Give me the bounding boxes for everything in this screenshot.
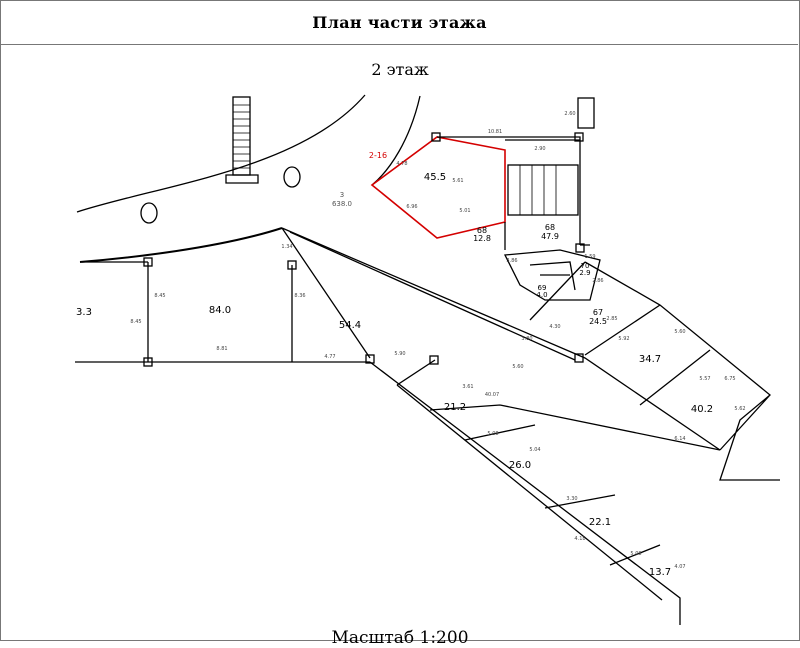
- dim-label: 5.04: [529, 447, 540, 453]
- dim-label: 2.86: [592, 278, 603, 284]
- dim-label: 40.07: [485, 392, 499, 398]
- room-area-54-4: 54.4: [339, 320, 361, 331]
- room-number-67: 67: [593, 308, 603, 317]
- dim-label: 4.30: [549, 324, 560, 330]
- scale-label: Масштаб 1:200: [331, 628, 469, 648]
- floor-label: 2 этаж: [371, 60, 429, 79]
- dim-label: 6.96: [406, 204, 417, 210]
- shaft-top-right: [577, 97, 595, 129]
- dim-label: 10.81: [488, 129, 502, 135]
- dim-label: 4.77: [324, 354, 335, 360]
- highlighted-room-outline: [370, 136, 506, 239]
- dim-label: 8.81: [216, 346, 227, 352]
- dim-label: 8.45: [130, 319, 141, 325]
- room-area-21-2: 21.2: [444, 402, 466, 413]
- corridor-area: 638.0: [332, 200, 352, 208]
- dim-label: 4.78: [396, 161, 407, 167]
- corridor-left-wall: [281, 227, 721, 625]
- dim-label: 5.08: [487, 431, 498, 437]
- column-square-7: [429, 355, 439, 365]
- room-number-68a: 68: [477, 226, 487, 235]
- diagonal-lower-wall: [396, 384, 663, 601]
- dim-label: 3.61: [462, 384, 473, 390]
- dim-label: 4.07: [674, 564, 685, 570]
- diagonal-main-wall: [289, 231, 576, 361]
- dim-label: 2.85: [606, 316, 617, 322]
- dim-label: 1.34: [281, 244, 292, 250]
- lower-shops-outline: [396, 359, 721, 566]
- dim-label: 5.60: [674, 329, 685, 335]
- room-area-22-1: 22.1: [589, 517, 611, 528]
- stair-steps: [233, 104, 250, 169]
- atrium-arc: [371, 95, 421, 186]
- dim-label: 5.57: [699, 376, 710, 382]
- column-round-2: [140, 202, 158, 224]
- room-area-68b: 47.9: [541, 232, 559, 241]
- dim-label: 3.30: [566, 496, 577, 502]
- room-area-13-7: 13.7: [649, 567, 671, 578]
- curved-facade-line: [76, 94, 366, 213]
- room-area-67: 24.5: [589, 317, 607, 326]
- room-area-40-2: 40.2: [691, 404, 713, 415]
- stair-top-left: [232, 96, 251, 176]
- dim-label: 5.90: [394, 351, 405, 357]
- stair-right: [507, 164, 579, 216]
- dim-label: 5.01: [459, 208, 470, 214]
- room-area-45-5: 45.5: [424, 172, 446, 183]
- dim-label: 3.80: [521, 336, 532, 342]
- dim-label: 5.92: [618, 336, 629, 342]
- page-title: План части этажа: [312, 12, 487, 32]
- corridor-number: 3: [340, 191, 344, 199]
- room-area-34-7: 34.7: [639, 354, 661, 365]
- dim-label: 6.14: [674, 436, 685, 442]
- column-round-1: [283, 166, 301, 188]
- right-shops-outline: [529, 261, 780, 481]
- room-area-68a: 12.8: [473, 234, 491, 243]
- dim-label: 5.08: [630, 551, 641, 557]
- column-square-6: [365, 354, 375, 364]
- room-number-70: 70: [581, 262, 590, 270]
- room-number-69: 69: [538, 284, 547, 292]
- dim-label: 5.61: [452, 178, 463, 184]
- room-area-70: 2.9: [579, 269, 590, 277]
- left-rooms-outline: [75, 227, 371, 363]
- curved-inner-line: [79, 227, 283, 263]
- dim-label: 2.60: [564, 111, 575, 117]
- column-square-3: [143, 257, 153, 267]
- dim-label: 1.59: [584, 254, 595, 260]
- column-square-8: [574, 353, 584, 363]
- dim-label: 4.18: [574, 536, 585, 542]
- header-bar: План части этажа: [1, 0, 798, 45]
- small-rooms: [503, 249, 601, 301]
- walls: [75, 94, 780, 625]
- dim-label: 3.86: [506, 258, 517, 264]
- column-square-5: [143, 357, 153, 367]
- column-square-1: [431, 132, 441, 142]
- column-square-2: [574, 132, 584, 142]
- column-square-9: [575, 243, 585, 253]
- room-area-84-0: 84.0: [209, 305, 231, 316]
- upper-right-block: [437, 136, 590, 250]
- dim-label: 6.75: [724, 376, 735, 382]
- stair-base: [225, 174, 259, 184]
- room-number-68b: 68: [545, 223, 555, 232]
- dim-label: 8.45: [154, 293, 165, 299]
- room-labels: 45.5 68 12.8 68 47.9 70 2.9 69 4.0 67 24…: [76, 151, 713, 578]
- room-area-3-3: 3.3: [76, 307, 92, 318]
- room-area-26-0: 26.0: [509, 460, 531, 471]
- dim-label: 2.90: [534, 146, 545, 152]
- dim-label: 8.36: [294, 293, 305, 299]
- dim-label: 5.60: [512, 364, 523, 370]
- dimension-labels: 10.81 2.90 2.60 5.61 6.96 5.01 4.78 8.45…: [130, 111, 745, 570]
- room-area-69: 4.0: [536, 291, 547, 299]
- stair-right-steps: [519, 165, 557, 215]
- highlighted-room-label: 2-16: [369, 151, 387, 160]
- dim-label: 5.62: [734, 406, 745, 412]
- column-square-4: [287, 260, 297, 270]
